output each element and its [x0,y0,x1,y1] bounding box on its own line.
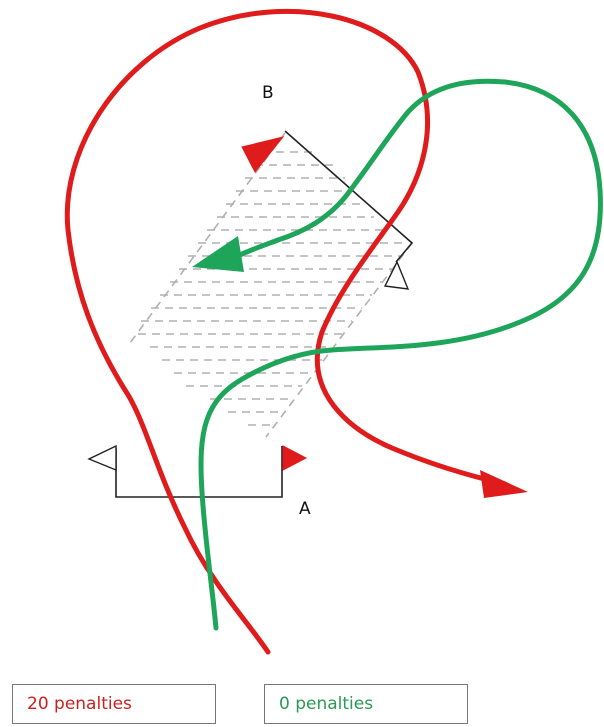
red-penalty-box: 20 penalties [12,684,216,724]
red-route [64,8,508,655]
gate-b-outline [284,130,414,263]
gate-b [241,130,414,290]
gate-b-label: B [262,83,274,103]
hatched-zone [129,132,413,438]
gate-b-white-flag [383,260,410,290]
green-arrowhead-icon [192,236,244,272]
red-penalty-text: 20 penalties [27,694,132,714]
gate-b-red-flag [241,136,285,173]
green-route [198,78,603,631]
red-arrowhead-icon [480,470,528,498]
green-penalty-text: 0 penalties [279,694,374,714]
gate-a-label: A [299,499,311,519]
gate-a-white-flag [87,444,117,472]
gate-a [87,444,308,498]
gate-a-outline [115,446,283,498]
green-penalty-box: 0 penalties [264,684,468,724]
gate-a-red-flag [282,445,308,471]
